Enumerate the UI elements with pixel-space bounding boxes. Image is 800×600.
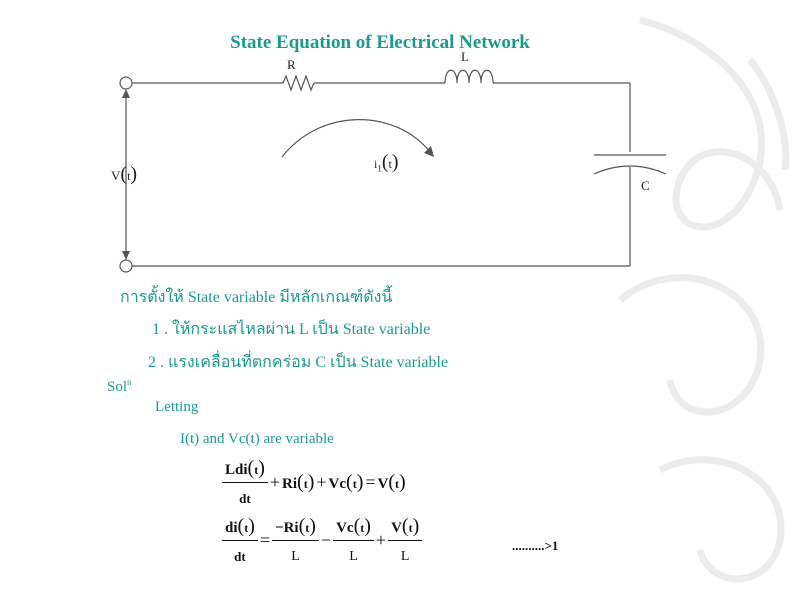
eq1-arg-1: t [254, 463, 259, 477]
equation-2: di(t) dt = −Ri(t) L − Vc(t) L + V(t) L [222, 515, 423, 565]
eq2-f3-num: V [391, 520, 402, 536]
eq1-arg-2: t [303, 476, 308, 491]
eq2-f1-num: −Ri [275, 520, 299, 536]
eq1-arg-4: t [395, 476, 400, 491]
source-arg: t [127, 169, 131, 183]
eq2-lhs-den: dt [234, 549, 246, 564]
eq2-lhs-num: di [225, 520, 238, 536]
current-arc-arrowhead [424, 146, 434, 157]
eq2-arg-3: t [360, 521, 365, 535]
eq2-arg-2: t [305, 521, 310, 535]
eq1-rhs: V [377, 475, 389, 492]
eq2-f2-num: Vc [336, 520, 354, 536]
source-symbol: V [111, 168, 121, 183]
eq1-term-ri: Ri [282, 475, 298, 492]
voltage-arrow-head-up [122, 89, 130, 98]
eq1-plus-1: + [269, 471, 281, 492]
slide-title: State Equation of Electrical Network [230, 32, 530, 53]
current-arg: t [388, 157, 392, 171]
eq2-fraction-3: V(t) L [388, 515, 423, 565]
eq2-equals: = [259, 529, 271, 550]
eq2-f1-den: L [291, 549, 300, 564]
source-voltage-label: V(t) [111, 163, 138, 185]
eq1-term-vc: Vc [328, 475, 347, 492]
terminal-top [119, 76, 133, 90]
eq2-fraction-1: −Ri(t) L [272, 515, 319, 565]
eq2-minus: − [320, 529, 332, 550]
eq2-lhs-fraction: di(t) dt [222, 515, 258, 565]
eq2-f2-den: L [349, 549, 358, 564]
eq1-den: dt [239, 491, 251, 506]
eq2-f3-den: L [400, 549, 410, 564]
letting-text: Letting [155, 399, 199, 415]
rule-heading: การตั้งให้ State variable มีหลักเกณฑ์ดัง… [120, 289, 393, 306]
solution-label: Soln [107, 377, 132, 396]
inductor-label: L [461, 49, 469, 64]
current-arc [281, 119, 431, 158]
rule-item-1: 1 . ให้กระแสไหลผ่าน L เป็น State variabl… [152, 321, 431, 338]
variables-text: I(t) and Vc(t) are variable [180, 431, 334, 447]
sol-superscript: n [127, 377, 132, 387]
resistor-symbol [282, 74, 315, 92]
eq1-arg-3: t [352, 476, 357, 491]
watermark-ornament [617, 16, 790, 583]
inductor-symbol [444, 69, 494, 84]
eq2-fraction-2: Vc(t) L [333, 515, 374, 565]
voltage-arrow-head-down [122, 251, 130, 260]
eq2-plus: + [375, 529, 387, 550]
equation-1: Ldi(t) dt +Ri(t)+Vc(t)=V(t) [222, 457, 406, 507]
equation-reference: ..........>1 [512, 538, 559, 553]
current-symbol: i [374, 157, 378, 171]
capacitor-plate-curved [593, 165, 667, 175]
sol-text: Sol [107, 379, 128, 395]
current-label: i1(t) [374, 151, 399, 174]
eq2-arg-1: t [244, 521, 249, 535]
terminal-bottom [119, 259, 133, 273]
eq1-fraction: Ldi(t) dt [222, 457, 268, 507]
eq1-equals: = [365, 471, 376, 492]
eq2-arg-4: t [408, 521, 413, 535]
eq1-num: Ldi [225, 462, 248, 478]
rule-item-2: 2 . แรงเคลื่อนที่ตกคร่อม C เป็น State va… [148, 354, 449, 371]
current-subscript: 1 [377, 163, 382, 174]
resistor-label: R [287, 57, 296, 72]
eq1-plus-2: + [316, 471, 327, 492]
capacitor-label: C [641, 178, 650, 193]
